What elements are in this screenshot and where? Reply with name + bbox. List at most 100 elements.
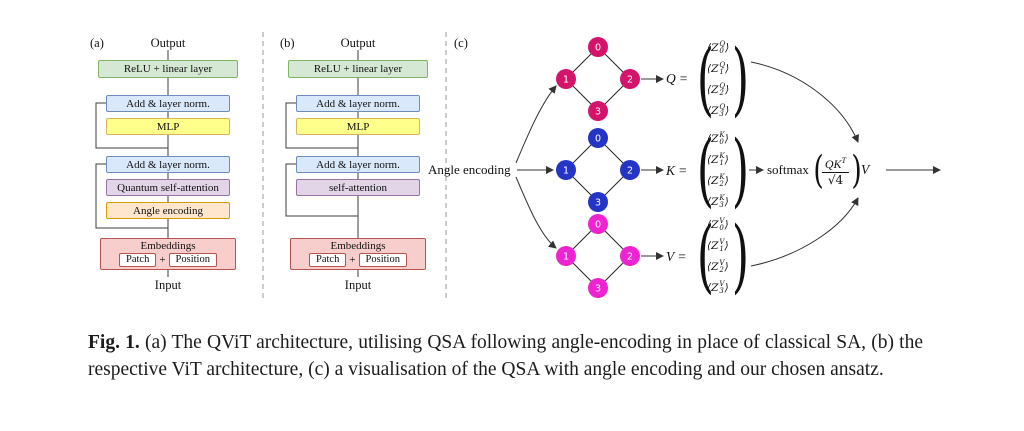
left-paren: ( bbox=[696, 32, 715, 125]
qk-fraction: QKT √4 bbox=[821, 154, 850, 187]
box-add-layer-norm-top-b: Add & layer norm. bbox=[296, 95, 420, 112]
box-self-attention: self-attention bbox=[296, 179, 420, 196]
qubit-node-label: 1 bbox=[563, 252, 569, 263]
position-box: Position bbox=[358, 253, 407, 267]
angle-encoding-source-label: Angle encoding bbox=[428, 162, 511, 177]
arrow-v-to-softmax bbox=[750, 197, 859, 267]
box-relu-linear-a: ReLU + linear layer bbox=[98, 60, 238, 78]
qubit-node-label: 0 bbox=[595, 43, 601, 54]
qubit-node-label: 0 bbox=[595, 134, 601, 145]
caption-text: (a) The QViT architecture, utilising QSA… bbox=[88, 332, 923, 380]
left-paren: ( bbox=[696, 209, 715, 302]
figure-lines-layer: 0 1 2 3 0 1 2 3 bbox=[95, 32, 941, 298]
qubit-node-label: 1 bbox=[563, 75, 569, 86]
value-matrix-symbol: V bbox=[861, 162, 870, 177]
position-box: Position bbox=[168, 253, 217, 267]
embeddings-label: Embeddings bbox=[140, 240, 196, 252]
qubit-node bbox=[556, 69, 576, 89]
box-mlp-a: MLP bbox=[106, 118, 230, 135]
k-equals-label: K= bbox=[666, 163, 687, 178]
panel-b-output-label: Output bbox=[340, 36, 376, 50]
patch-box: Patch bbox=[119, 253, 157, 267]
branch-arrow-to-q bbox=[515, 85, 557, 164]
fraction-denominator: √4 bbox=[827, 172, 844, 187]
q-equals-label: Q= bbox=[666, 71, 688, 86]
panel-b-label: (b) bbox=[280, 36, 295, 50]
v-ansatz-graph: 0 1 2 3 bbox=[556, 214, 664, 298]
qubit-node bbox=[588, 214, 608, 234]
softmax-flow-arrows bbox=[749, 61, 941, 267]
qubit-node bbox=[588, 192, 608, 212]
qubit-node-label: 3 bbox=[595, 198, 601, 209]
patch-box: Patch bbox=[309, 253, 347, 267]
panel-c-label: (c) bbox=[454, 36, 468, 50]
box-embeddings-b: Embeddings Patch + Position bbox=[290, 238, 426, 270]
box-quantum-self-attention: Quantum self-attention bbox=[106, 179, 230, 196]
qubit-node bbox=[556, 246, 576, 266]
box-mlp-b: MLP bbox=[296, 118, 420, 135]
qubit-node bbox=[588, 128, 608, 148]
qubit-node-label: 2 bbox=[627, 252, 633, 263]
panel-b-input-label: Input bbox=[344, 278, 372, 292]
qubit-node bbox=[620, 160, 640, 180]
qubit-node bbox=[588, 278, 608, 298]
box-add-layer-norm-bottom-b: Add & layer norm. bbox=[296, 156, 420, 173]
qubit-node-label: 1 bbox=[563, 166, 569, 177]
left-paren: ( bbox=[813, 148, 824, 192]
qubit-node bbox=[620, 69, 640, 89]
box-add-layer-norm-bottom-a: Add & layer norm. bbox=[106, 156, 230, 173]
angle-encoding-branch-arrows bbox=[515, 85, 557, 249]
panel-a-output-label: Output bbox=[150, 36, 186, 50]
fraction-numerator: QKT bbox=[821, 154, 850, 173]
plus-sign: + bbox=[349, 254, 356, 266]
qubit-node bbox=[620, 246, 640, 266]
qubit-node-label: 0 bbox=[595, 220, 601, 231]
right-paren: ) bbox=[732, 32, 750, 125]
right-paren: ) bbox=[851, 148, 862, 192]
qubit-node bbox=[588, 101, 608, 121]
embeddings-row: Patch + Position bbox=[295, 253, 421, 267]
box-embeddings-a: Embeddings Patch + Position bbox=[100, 238, 236, 270]
embeddings-label: Embeddings bbox=[330, 240, 386, 252]
embeddings-row: Patch + Position bbox=[105, 253, 231, 267]
q-ansatz-graph: 0 1 2 3 bbox=[556, 37, 664, 121]
arrow-q-to-softmax bbox=[750, 61, 859, 143]
plus-sign: + bbox=[159, 254, 166, 266]
left-paren: ( bbox=[696, 123, 715, 216]
caption-label: Fig. 1. bbox=[88, 332, 140, 353]
softmax-word: softmax bbox=[767, 162, 809, 177]
panel-a-input-label: Input bbox=[154, 278, 182, 292]
branch-arrow-to-v bbox=[515, 176, 557, 249]
qubit-node-label: 3 bbox=[595, 107, 601, 118]
qubit-node bbox=[588, 37, 608, 57]
qubit-node bbox=[556, 160, 576, 180]
right-paren: ) bbox=[731, 209, 749, 302]
qubit-node-label: 2 bbox=[627, 166, 633, 177]
figure-caption: Fig. 1. (a) The QViT architecture, utili… bbox=[88, 329, 923, 383]
qubit-node-label: 3 bbox=[595, 284, 601, 295]
skip-connection-a-top bbox=[95, 102, 168, 149]
skip-connection-a-bottom bbox=[95, 163, 168, 229]
k-ansatz-graph: 0 1 2 3 bbox=[556, 128, 664, 212]
skip-connection-b-top bbox=[285, 102, 358, 149]
box-angle-encoding: Angle encoding bbox=[106, 202, 230, 219]
qubit-node-label: 2 bbox=[627, 75, 633, 86]
skip-connection-b-bottom bbox=[285, 163, 358, 217]
box-relu-linear-b: ReLU + linear layer bbox=[288, 60, 428, 78]
